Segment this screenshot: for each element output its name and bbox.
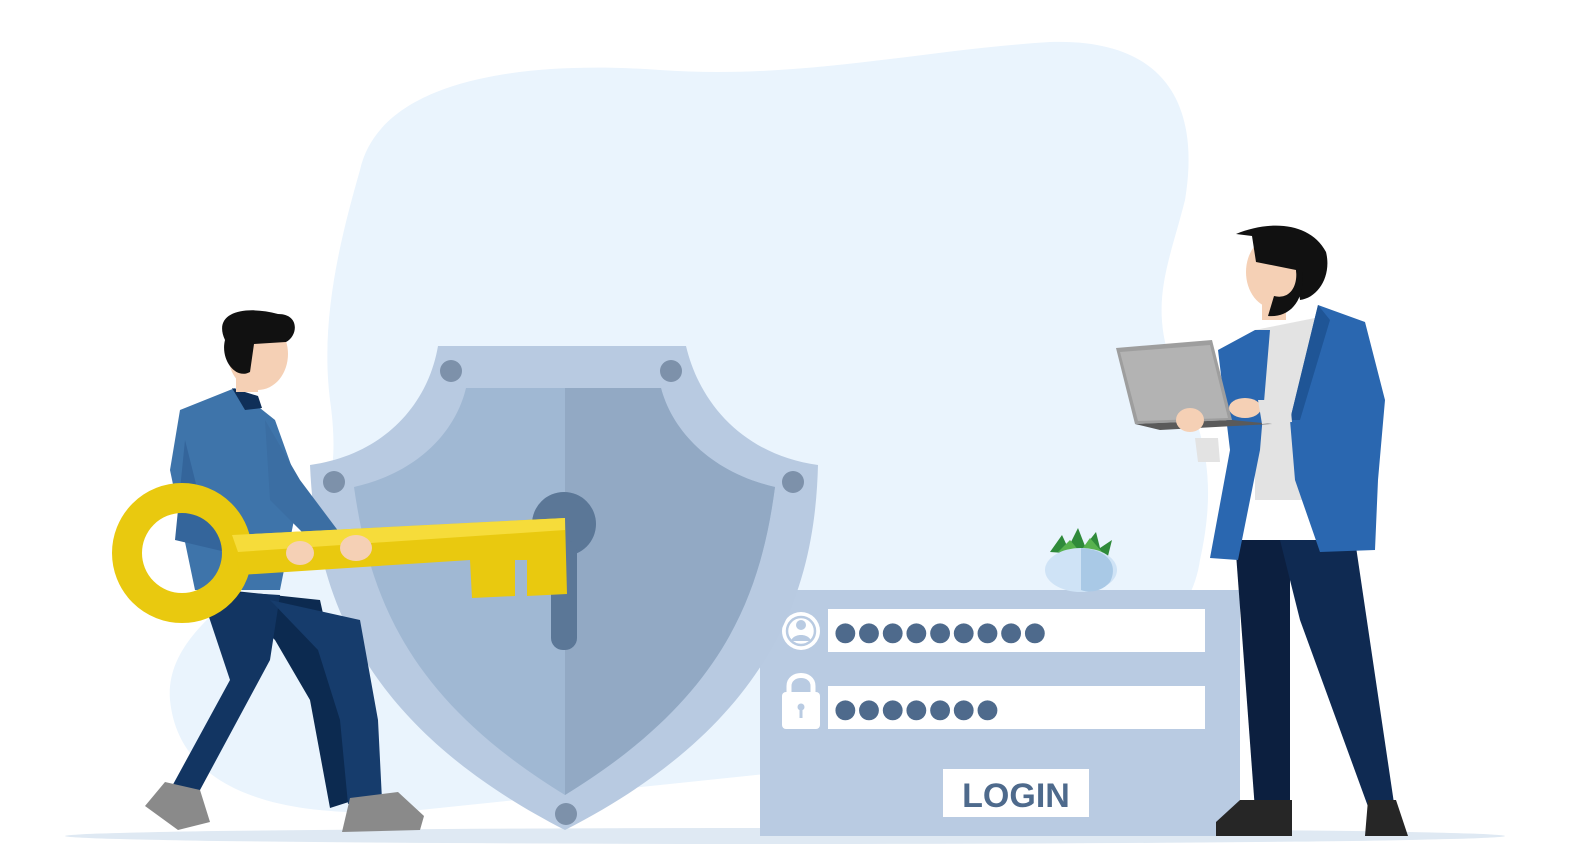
password-mask: ●●●●●●● [834, 694, 1000, 724]
potted-plant-icon [1045, 528, 1117, 592]
person-with-laptop [1116, 225, 1408, 836]
person-with-key [112, 310, 567, 832]
laptop-icon [1116, 340, 1272, 430]
username-mask: ●●●●●●●●● [834, 617, 1047, 647]
login-panel: ●●●●●●●●● ●●●●●●● LOGIN [760, 590, 1240, 836]
login-button[interactable] [943, 769, 1089, 817]
user-circle-icon [782, 612, 820, 650]
password-field[interactable] [828, 686, 1205, 729]
login-button-label: LOGIN [962, 777, 1070, 815]
key-icon [112, 483, 567, 623]
padlock-icon [782, 673, 820, 729]
username-field[interactable] [828, 609, 1205, 652]
